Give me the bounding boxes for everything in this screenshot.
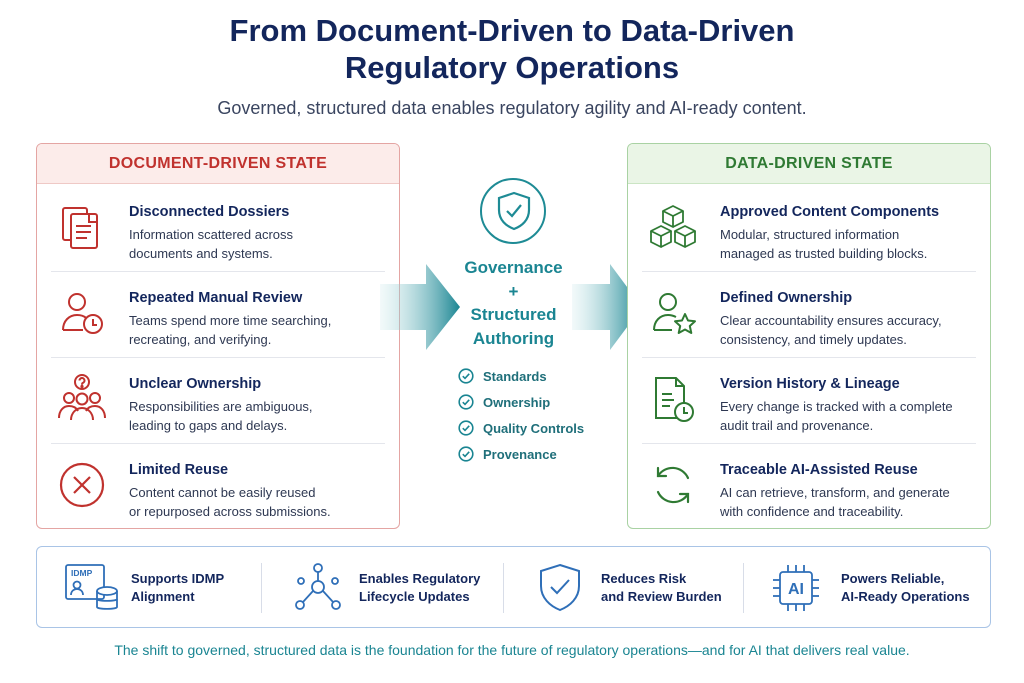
check-circle-icon <box>458 446 474 462</box>
item-title: Approved Content Components <box>720 204 940 220</box>
divider <box>642 271 976 272</box>
group-question-icon <box>58 374 106 421</box>
svg-text:AI: AI <box>788 581 804 598</box>
shield-check-icon <box>497 191 531 231</box>
divider <box>51 443 385 444</box>
data-driven-panel: DATA-DRIVEN STATE Approved Content Compo… <box>627 143 991 529</box>
divider <box>642 443 976 444</box>
documents-icon <box>62 207 98 249</box>
cubes-icon <box>650 205 696 248</box>
item-title: Traceable AI-Assisted Reuse <box>720 462 918 478</box>
idmp-database-icon: IDMP <box>65 564 118 610</box>
benefit-text: Powers Reliable,AI-Ready Operations <box>841 571 970 604</box>
right-item-version-history: Version History & Lineage Every change i… <box>628 358 990 443</box>
check-item-ownership: Ownership <box>458 389 584 415</box>
benefit-ai: AI Powers Reliable,AI-Ready Operations <box>743 547 991 629</box>
item-title: Unclear Ownership <box>129 376 262 392</box>
divider <box>743 563 744 613</box>
footer-statement: The shift to governed, structured data i… <box>114 642 910 658</box>
item-title: Repeated Manual Review <box>129 290 303 306</box>
document-driven-panel: DOCUMENT-DRIVEN STATE Disconnected Dossi… <box>36 143 400 529</box>
item-title: Defined Ownership <box>720 290 853 306</box>
title-line-2: Regulatory Operations <box>344 50 680 85</box>
item-description: AI can retrieve, transform, and generate… <box>720 485 950 519</box>
left-item-repeated-manual-review: Repeated Manual Review Teams spend more … <box>37 272 399 357</box>
cycle-arrows-icon <box>656 466 690 504</box>
check-circle-icon <box>458 368 474 384</box>
right-item-defined-ownership: Defined Ownership Clear accountability e… <box>628 272 990 357</box>
transition-arrow-left <box>380 264 460 350</box>
x-circle-icon <box>59 462 105 508</box>
transition-arrow-right <box>572 264 642 350</box>
item-description: Responsibilities are ambiguous,leading t… <box>129 399 313 433</box>
item-description: Clear accountability ensures accuracy,co… <box>720 313 942 347</box>
item-title: Limited Reuse <box>129 462 229 478</box>
right-item-traceable-ai-reuse: Traceable AI-Assisted Reuse AI can retri… <box>628 444 990 528</box>
title-line-1: From Document-Driven to Data-Driven <box>229 13 795 48</box>
divider <box>51 357 385 358</box>
divider <box>503 563 504 613</box>
shield-check-icon <box>540 563 580 612</box>
left-item-unclear-ownership: Unclear Ownership Responsibilities are a… <box>37 358 399 443</box>
page-title: From Document-Driven to Data-Driven Regu… <box>0 12 1024 86</box>
network-nodes-icon <box>295 563 341 610</box>
left-item-limited-reuse: Limited Reuse Content cannot be easily r… <box>37 444 399 528</box>
item-title: Version History & Lineage <box>720 376 900 392</box>
item-description: Teams spend more time searching,recreati… <box>129 313 332 347</box>
document-clock-icon <box>655 377 694 422</box>
document-driven-heading: DOCUMENT-DRIVEN STATE <box>37 144 399 184</box>
item-title: Disconnected Dossiers <box>129 204 290 220</box>
right-item-approved-content-components: Approved Content Components Modular, str… <box>628 186 990 271</box>
shield-ring <box>480 178 546 244</box>
governance-checklist: Standards Ownership Quality Controls Pro… <box>458 363 584 467</box>
person-star-icon <box>653 293 696 334</box>
data-driven-heading: DATA-DRIVEN STATE <box>628 144 990 184</box>
left-item-disconnected-dossiers: Disconnected Dossiers Information scatte… <box>37 186 399 271</box>
ai-chip-icon: AI <box>773 565 819 611</box>
check-item-provenance: Provenance <box>458 441 584 467</box>
check-circle-icon <box>458 420 474 436</box>
check-circle-icon <box>458 394 474 410</box>
svg-text:IDMP: IDMP <box>71 568 93 578</box>
page-subtitle: Governed, structured data enables regula… <box>217 98 807 118</box>
governance-center: Governance + Structured Authoring Standa… <box>410 170 617 470</box>
divider <box>261 563 262 613</box>
check-item-standards: Standards <box>458 363 584 389</box>
divider <box>51 271 385 272</box>
check-item-quality-controls: Quality Controls <box>458 415 584 441</box>
governance-label: Governance + Structured Authoring <box>464 258 563 348</box>
divider <box>642 357 976 358</box>
person-clock-icon <box>62 293 103 334</box>
